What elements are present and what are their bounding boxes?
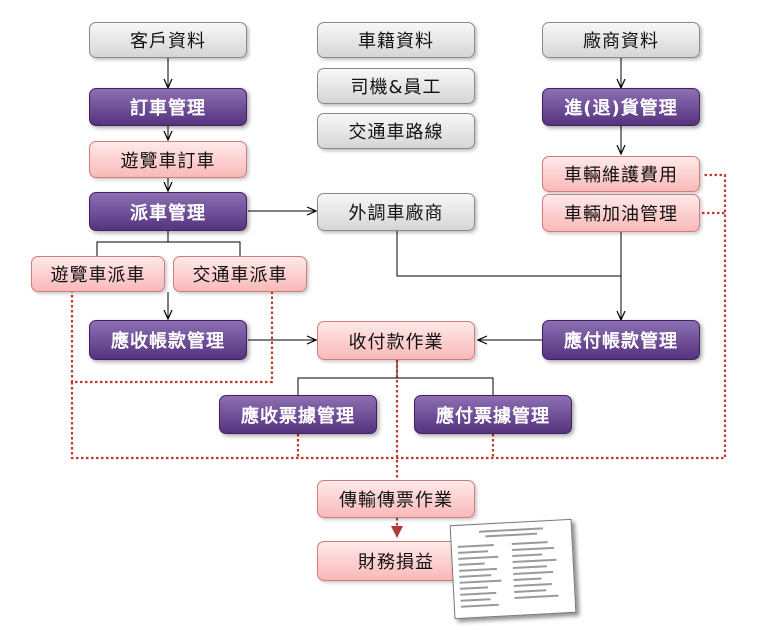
purchase-return-management-box: 進(退)貨管理 (542, 88, 700, 126)
order-management-box: 訂車管理 (89, 88, 247, 126)
line-dispatch-branch (96, 241, 241, 256)
line-outsourced-to-payable (396, 231, 621, 277)
customer-data-box: 客戶資料 (89, 22, 247, 58)
vendor-data-box: 廠商資料 (542, 22, 700, 58)
vehicle-maintenance-cost-box: 車輛維護費用 (542, 156, 700, 192)
outsourced-vehicle-vendor-box: 外調車廠商 (317, 193, 475, 231)
accounts-receivable-management-box: 應收帳款管理 (89, 320, 247, 360)
dotted-outer-loop (70, 173, 727, 460)
financial-report-document-icon (449, 518, 577, 620)
shuttle-bus-dispatch-box: 交通車派車 (173, 256, 307, 292)
dispatch-management-box: 派車管理 (89, 192, 247, 231)
driver-staff-box: 司機&員工 (317, 68, 475, 104)
notes-receivable-management-box: 應收票據管理 (219, 395, 377, 434)
voucher-transfer-box: 傳輸傳票作業 (317, 480, 475, 518)
vehicle-fuel-management-box: 車輛加油管理 (542, 194, 700, 232)
dotted-tour-dispatch-loop (70, 290, 274, 384)
line-collection-branch (297, 377, 494, 395)
collection-payment-box: 收付款作業 (317, 321, 475, 360)
tour-bus-booking-box: 遊覽車訂車 (89, 141, 247, 178)
vehicle-data-box: 車籍資料 (317, 22, 475, 58)
notes-payable-management-box: 應付票據管理 (414, 395, 572, 434)
accounts-payable-management-box: 應付帳款管理 (542, 320, 700, 360)
tour-bus-dispatch-box: 遊覽車派車 (31, 256, 165, 292)
shuttle-route-box: 交通車路線 (317, 113, 475, 149)
